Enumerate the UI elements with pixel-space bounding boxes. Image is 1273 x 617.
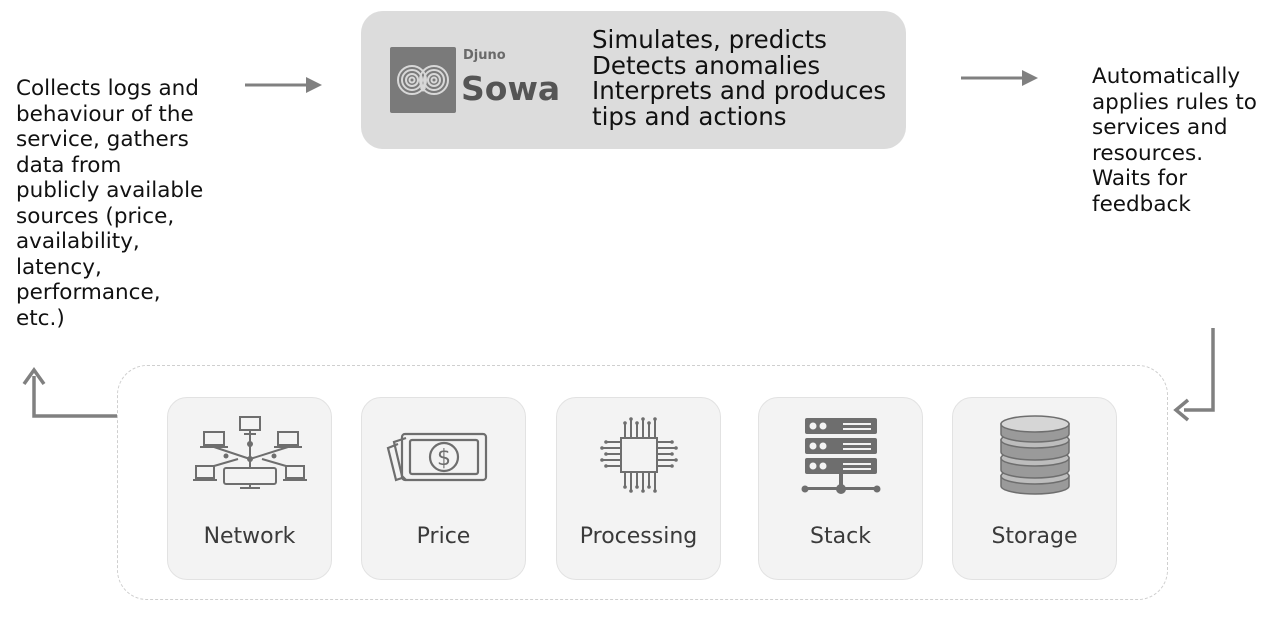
svg-text:$: $: [437, 446, 451, 471]
text-line: etc.): [16, 305, 65, 331]
text-line: Waits for: [1092, 166, 1188, 191]
text-line: applies rules to: [1092, 89, 1257, 115]
cpu-chip-icon: [600, 417, 678, 493]
network-icon: [193, 416, 307, 489]
text-line: Detects anomalies: [592, 50, 821, 80]
card-storage: Storage: [952, 397, 1117, 580]
resources-frame: [117, 365, 1168, 600]
server-stack-icon: [801, 418, 881, 494]
text-line: Automatically: [1092, 64, 1241, 89]
text-line: latency,: [16, 254, 102, 280]
database-icon: [1000, 415, 1070, 495]
logo-title: Sowa: [461, 69, 561, 108]
text-line: Interprets and produces: [592, 76, 887, 105]
text-line: behaviour of the: [16, 101, 194, 127]
card-price: $ Price: [361, 397, 526, 580]
text-line: resources.: [1092, 140, 1204, 166]
text-line: Simulates, predicts: [592, 25, 827, 54]
text-line: sources (price,: [16, 203, 175, 229]
text-line: performance,: [16, 280, 161, 305]
sowa-capabilities: Simulates, predicts Detects anomalies In…: [592, 27, 886, 129]
arrow-right-icon: [245, 77, 322, 93]
card-label: Storage: [991, 524, 1078, 549]
card-processing: Processing: [556, 397, 721, 580]
text-line: availability,: [16, 229, 140, 254]
right-description: Automatically applies rules to services …: [1092, 64, 1272, 217]
owl-logo-icon: [390, 47, 456, 113]
text-line: feedback: [1092, 191, 1191, 217]
left-description: Collects logs and behaviour of the servi…: [16, 76, 216, 331]
card-label: Stack: [810, 524, 871, 549]
logo-small-text: Djuno: [463, 48, 506, 63]
arrow-up-icon: [22, 366, 117, 418]
arrow-down-left-icon: [1173, 328, 1215, 422]
card-label: Price: [416, 524, 471, 549]
text-line: services and: [1092, 115, 1228, 140]
card-network: Network: [167, 397, 332, 580]
sowa-box: Djuno Sowa Simulates, predicts Detects a…: [361, 11, 906, 149]
card-label: Processing: [579, 524, 698, 549]
card-label: Network: [203, 524, 296, 549]
text-line: Collects logs and: [16, 76, 199, 101]
dollar-bill-icon: $: [386, 432, 488, 482]
card-stack: Stack: [758, 397, 923, 580]
text-line: data from: [16, 152, 122, 178]
arrow-right-icon: [961, 70, 1038, 86]
text-line: publicly available: [16, 178, 204, 203]
text-line: service, gathers: [16, 127, 189, 152]
text-line: tips and actions: [592, 101, 787, 131]
